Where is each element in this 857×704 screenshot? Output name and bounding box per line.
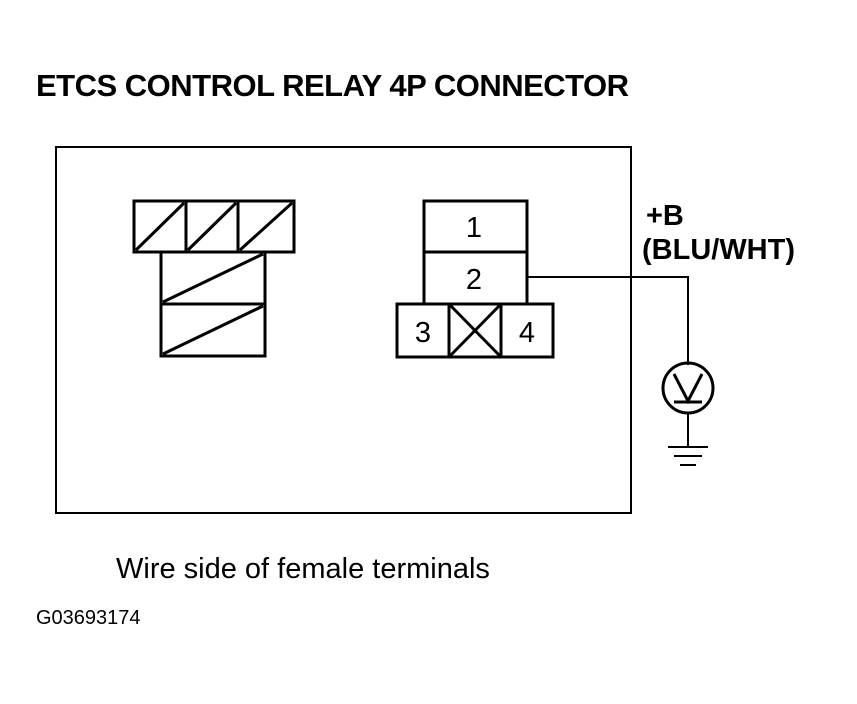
voltmeter-icon (661, 361, 715, 415)
terminal-cavities (395, 199, 555, 359)
ground-icon (668, 446, 708, 466)
connector-latch (132, 199, 296, 358)
terminal-1-label: 1 (466, 212, 482, 244)
connector-housing (55, 146, 632, 514)
terminal-3-label: 3 (415, 317, 431, 349)
terminal-2-label: 2 (466, 264, 482, 296)
diagram-title: ETCS CONTROL RELAY 4P CONNECTOR (36, 68, 629, 103)
terminal-row-lower (395, 302, 555, 359)
figure-id: G03693174 (36, 607, 141, 629)
wire-signal-label: +B (646, 200, 684, 232)
test-lead-wire (527, 276, 689, 365)
terminal-4-label: 4 (519, 317, 535, 349)
wire-color-label: (BLU/WHT) (642, 234, 796, 266)
diagram-caption: Wire side of female terminals (116, 553, 490, 585)
